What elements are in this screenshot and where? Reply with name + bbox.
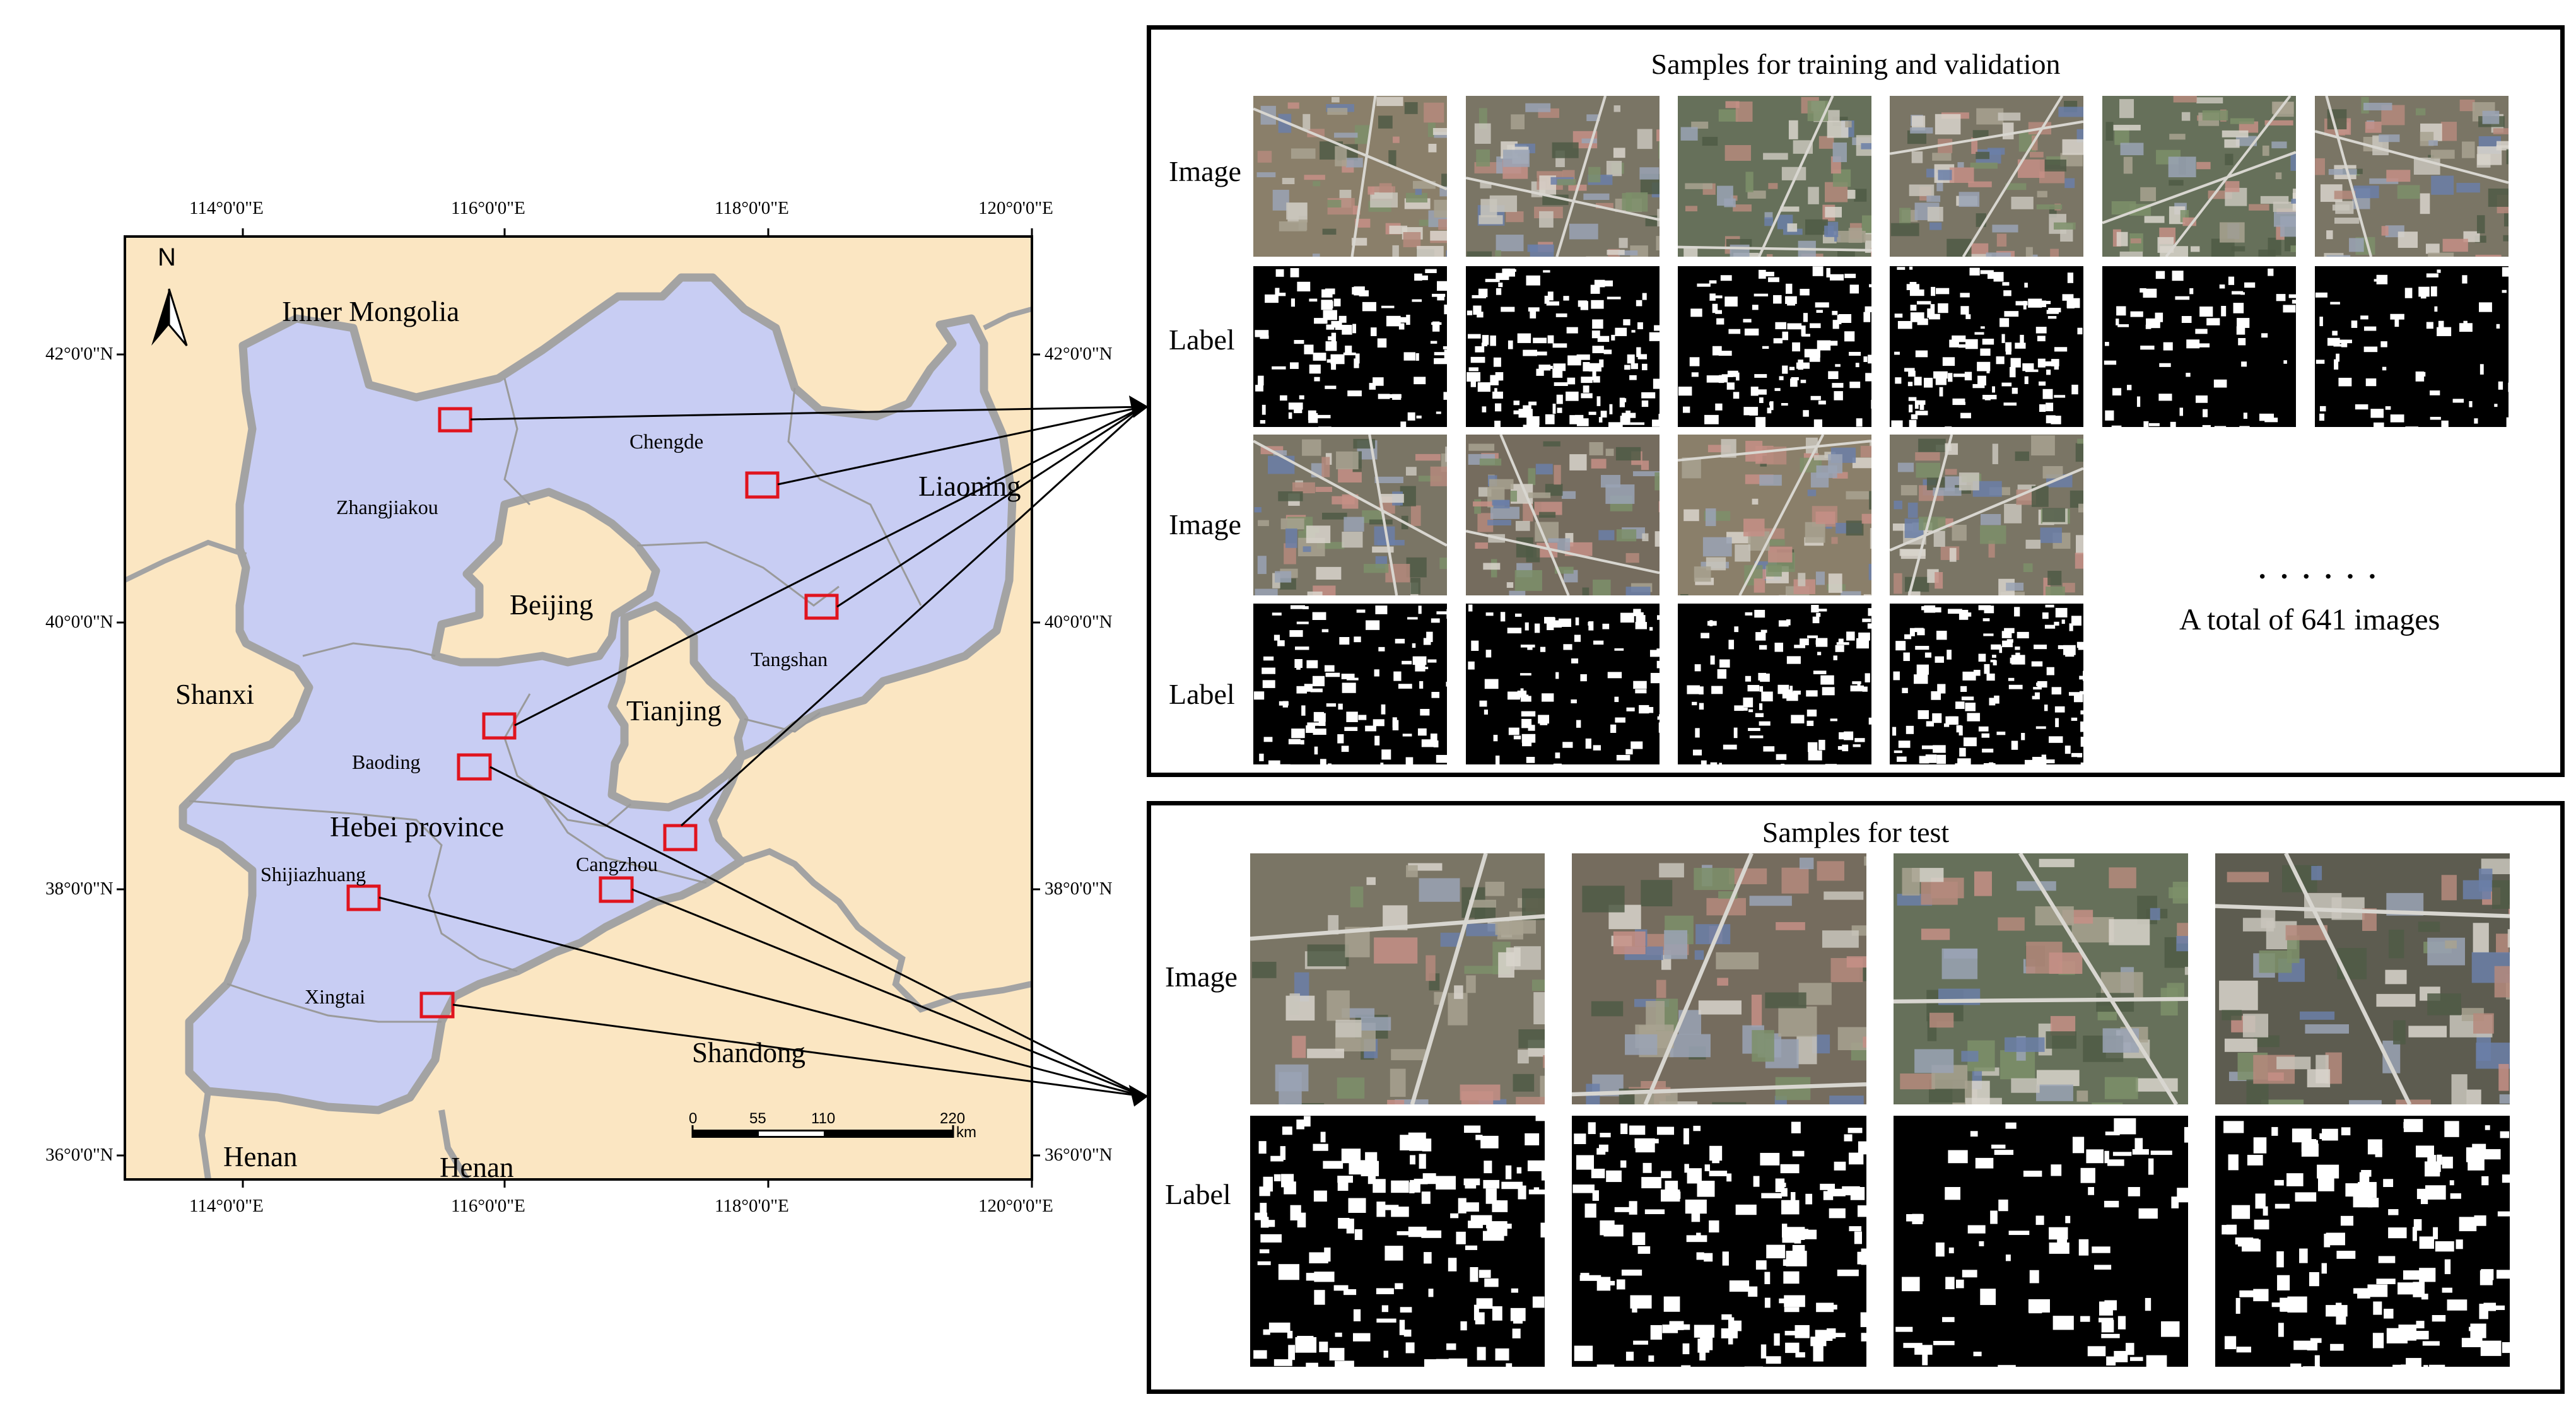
sample-image-tile xyxy=(1466,96,1660,257)
place-liaoning: Liaoning xyxy=(918,471,1021,502)
sample-label-tile xyxy=(1890,604,2083,764)
place-cangzhou: Cangzhou xyxy=(576,853,658,875)
lon-label-top: 120°0'0"E xyxy=(978,198,1053,218)
liaoning-border xyxy=(983,307,1032,330)
place-baoding: Baoding xyxy=(352,751,421,773)
lon-label-bottom: 120°0'0"E xyxy=(978,1196,1053,1216)
place-zhangjiakou: Zhangjiakou xyxy=(336,496,438,518)
place-shandong: Shandong xyxy=(692,1037,805,1068)
place-henan: Henan xyxy=(223,1141,298,1172)
place-tangshan: Tangshan xyxy=(751,648,828,670)
lon-label-bottom: 118°0'0"E xyxy=(715,1196,789,1216)
place-xingtai: Xingtai xyxy=(305,985,365,1008)
lon-label-bottom: 116°0'0"E xyxy=(451,1196,525,1216)
arrowhead-test xyxy=(1128,1084,1149,1107)
sample-image-tile xyxy=(1253,96,1447,257)
sample-label-tile xyxy=(1253,266,1447,427)
scale-tick-label: 55 xyxy=(749,1110,766,1127)
panel-title: Samples for training and validation xyxy=(1651,48,2061,80)
henan-border xyxy=(198,1091,470,1179)
row-label-image: Image xyxy=(1169,508,1241,541)
scale-tick-label: 110 xyxy=(811,1110,836,1127)
test-label-tile xyxy=(1250,1116,1545,1367)
lon-label-top: 116°0'0"E xyxy=(451,198,525,218)
lat-label-right: 36°0'0"N xyxy=(1045,1145,1113,1165)
row-label-label: Label xyxy=(1165,1178,1231,1210)
row-label-label: Label xyxy=(1169,324,1235,356)
north-label: N xyxy=(158,243,176,271)
test-label-tile xyxy=(1894,1116,2188,1367)
sample-image-tile xyxy=(1890,96,2083,257)
hebei-province-shape xyxy=(179,273,1017,1114)
scale-tick-label: 0 xyxy=(689,1110,698,1127)
sample-label-tile xyxy=(1466,266,1660,427)
scale-tick-label: 220 xyxy=(940,1110,966,1127)
map-ticks xyxy=(117,228,1040,1188)
map-frame xyxy=(124,235,1033,1181)
test-panel: Samples for test Image Label xyxy=(1147,801,2565,1394)
row-label-image: Image xyxy=(1169,155,1241,187)
north-arrow-icon xyxy=(151,288,188,346)
test-image-tile xyxy=(1894,853,2188,1104)
arrowhead-train xyxy=(1128,395,1149,418)
sample-label-tile xyxy=(1466,604,1660,764)
sample-image-tile xyxy=(1890,435,2083,595)
sample-label-tile xyxy=(1678,604,1871,764)
scale-unit: km xyxy=(956,1124,976,1141)
place-inner-mongolia: Inner Mongolia xyxy=(282,296,460,327)
sample-label-tile xyxy=(2102,266,2296,427)
sample-label-tile xyxy=(1678,266,1871,427)
sample-image-tile xyxy=(2102,96,2296,257)
place-shijiazhuang: Shijiazhuang xyxy=(261,863,366,886)
place-chengde: Chengde xyxy=(629,431,704,453)
lon-label-top: 114°0'0"E xyxy=(189,198,264,218)
lat-label-right: 38°0'0"N xyxy=(1045,879,1113,899)
shandong-coast xyxy=(740,848,1032,1013)
sample-box xyxy=(438,407,472,433)
scale-bar xyxy=(691,1125,954,1138)
shanxi-border xyxy=(125,539,247,583)
row-label-label: Label xyxy=(1169,678,1235,710)
lat-label-left: 36°0'0"N xyxy=(45,1145,114,1165)
total-images-text: A total of 641 images xyxy=(2179,603,2440,636)
test-image-tile xyxy=(1250,853,1545,1104)
training-validation-panel: Samples for training and validation Imag… xyxy=(1147,25,2565,777)
sample-label-tile xyxy=(2315,266,2509,427)
sample-box xyxy=(482,712,517,740)
sample-image-tile xyxy=(1678,435,1871,595)
lat-label-right: 40°0'0"N xyxy=(1045,612,1113,632)
test-image-tile xyxy=(2215,853,2510,1104)
lat-label-left: 38°0'0"N xyxy=(45,879,114,899)
connector-lines xyxy=(378,395,1149,1107)
test-image-tile xyxy=(1572,853,1866,1104)
lon-label-bottom: 114°0'0"E xyxy=(189,1196,264,1216)
sample-label-tile xyxy=(1890,266,2083,427)
place-henan: Henan xyxy=(440,1152,514,1183)
lon-label-top: 118°0'0"E xyxy=(715,198,789,218)
city-boundaries xyxy=(189,378,922,1023)
beijing-shape xyxy=(431,488,660,667)
lat-label-left: 40°0'0"N xyxy=(45,612,114,632)
sample-box xyxy=(663,824,698,851)
place-tianjing: Tianjing xyxy=(626,695,722,727)
sample-box xyxy=(745,471,780,499)
place-hebei-province: Hebei province xyxy=(330,811,505,843)
lat-label-left: 42°0'0"N xyxy=(45,344,114,364)
ellipsis: · · · · · · xyxy=(2257,560,2380,592)
panel-title: Samples for test xyxy=(1762,816,1950,848)
tianjin-shape xyxy=(607,601,749,812)
test-label-tile xyxy=(2215,1116,2510,1367)
sample-image-tile xyxy=(1466,435,1660,595)
sample-label-tile xyxy=(1253,604,1447,764)
place-shanxi: Shanxi xyxy=(175,679,255,710)
row-label-image: Image xyxy=(1165,961,1238,993)
lat-label-right: 42°0'0"N xyxy=(1045,344,1113,364)
test-label-tile xyxy=(1572,1116,1866,1367)
sample-image-tile xyxy=(1253,435,1447,595)
sample-image-tile xyxy=(2315,96,2509,257)
sample-image-tile xyxy=(1678,96,1871,257)
place-beijing: Beijing xyxy=(510,589,594,621)
